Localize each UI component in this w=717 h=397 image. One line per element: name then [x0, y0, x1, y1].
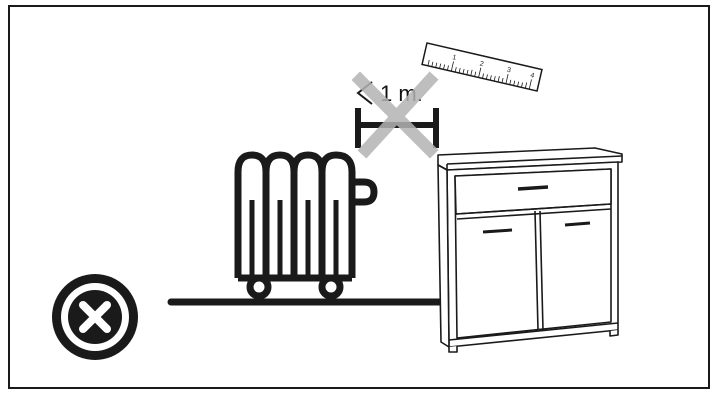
close-circle-icon	[52, 274, 138, 360]
radiator-icon	[238, 155, 374, 296]
ruler-icon: 1 2 3 4	[422, 43, 542, 91]
cabinet-icon	[438, 148, 622, 352]
